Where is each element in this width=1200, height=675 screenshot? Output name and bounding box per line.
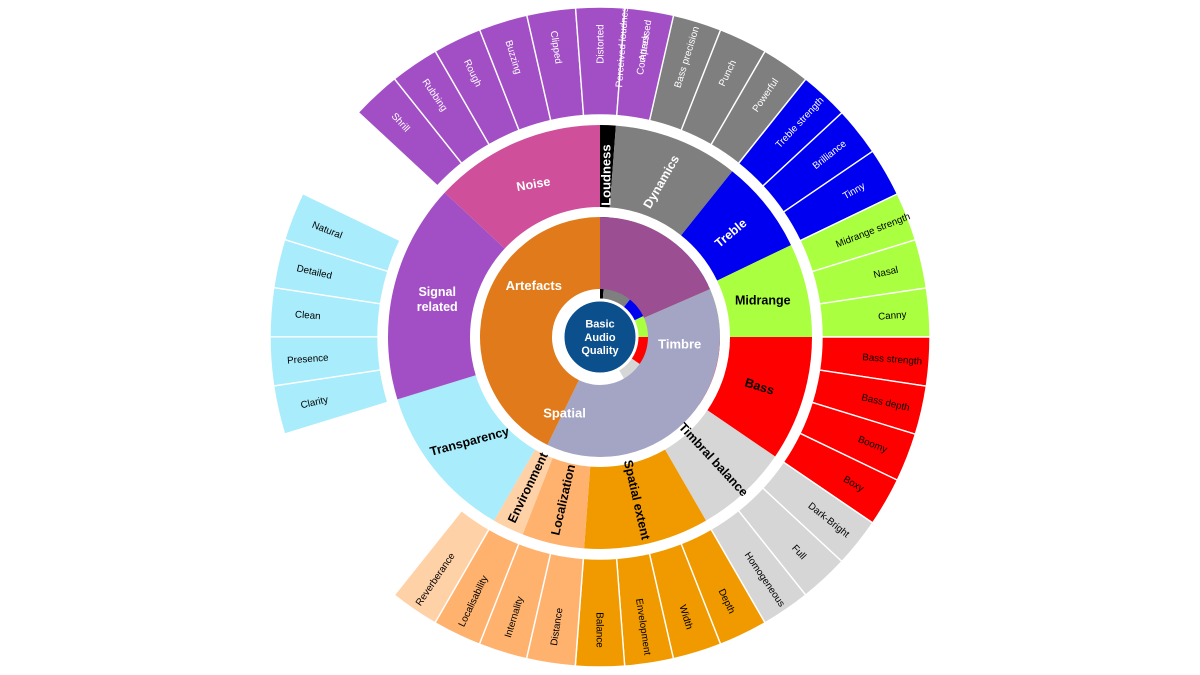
outer-label: Fluctuating <box>0 0 24 6</box>
inner-segment-timbre <box>547 289 720 458</box>
middle-label-midrange: Midrange <box>735 293 791 307</box>
outer-label: Clipped <box>548 30 564 64</box>
middle-segment-dynamics <box>609 125 733 236</box>
middle-segment-localization <box>522 458 591 549</box>
middle-segment-midrange <box>717 245 812 337</box>
outer-segment-reverberance <box>393 509 490 624</box>
middle-segment-loudness <box>600 125 616 208</box>
outer-label: Presence <box>287 353 330 367</box>
middle-segment-bass <box>707 337 812 457</box>
outer-ring <box>270 7 931 668</box>
center-disk <box>561 298 639 376</box>
middle-label-loudness: Loudness <box>599 144 614 205</box>
outer-segment-compressed <box>615 7 675 122</box>
outer-label: Nasal <box>872 265 899 281</box>
inner-label-spatial: Spatial <box>543 406 586 421</box>
outer-label: Distorted <box>596 24 607 63</box>
outer-label: Hissing <box>0 0 16 6</box>
middle-segment-treble <box>681 171 792 281</box>
middle-ring <box>388 125 812 549</box>
outer-label: Balance <box>594 612 605 648</box>
outer-label: Clean <box>295 309 321 322</box>
middle-segment-timbral-balance <box>665 410 776 521</box>
outer-label: Attack <box>637 33 652 62</box>
inner-label-artefacts: Artefacts <box>506 278 562 293</box>
middle-segment-noise <box>444 125 600 249</box>
middle-segment-spatial-extent <box>584 449 706 549</box>
outer-label: Fluctuating/Intermittent <box>0 0 23 10</box>
outer-segment-natural <box>283 192 401 273</box>
middle-segment-transparency <box>397 375 535 521</box>
inner-segment-spatial <box>480 217 600 445</box>
middle-label-noise: Noise <box>515 174 551 194</box>
inner-label-timbre: Timbre <box>658 337 701 352</box>
middle-segment-signal-related <box>388 192 505 400</box>
outer-label: Bass strength <box>862 352 923 367</box>
middle-segment-environment <box>494 449 553 535</box>
inner-segment-artefacts <box>600 217 711 318</box>
inner-ring <box>480 217 720 458</box>
outer-label: Bubbling <box>0 0 19 6</box>
outer-label: Canny <box>878 310 907 323</box>
